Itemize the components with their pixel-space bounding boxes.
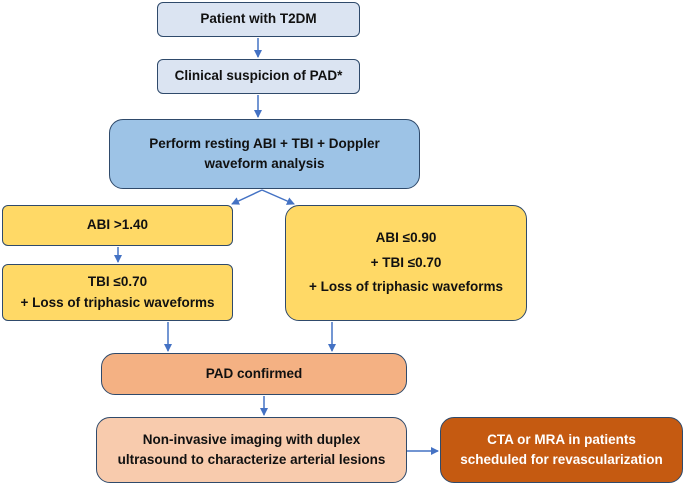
node-confirmed-line-1: PAD confirmed [205, 365, 303, 381]
node-abi-high: ABI >1.40 [2, 205, 233, 246]
node-perform-tests: Perform resting ABI + TBI + Doppler wavef… [109, 119, 420, 189]
node-perform-text: Perform resting ABI + TBI + Doppler wavef… [149, 134, 380, 175]
node-patient-t2dm: Patient with T2DM [157, 2, 360, 37]
node-noninvasive-imaging: Non-invasive imaging with duplex ultrasou… [96, 417, 407, 483]
node-confirmed-text: PAD confirmed [206, 364, 303, 384]
node-abi-low-line-3: + Loss of triphasic waveforms [309, 279, 503, 295]
node-abi-high-line-1: ABI >1.40 [86, 217, 149, 233]
node-cta-line-2: scheduled for revascularization [460, 452, 663, 467]
node-perform-line-2: waveform analysis [204, 156, 325, 171]
node-abi-low: ABI ≤0.90 + TBI ≤0.70 + Loss of triphasic … [285, 205, 527, 321]
node-cta-line-1: CTA or MRA in patients [487, 431, 636, 447]
node-pad-confirmed: PAD confirmed [101, 353, 407, 395]
node-cta-text: CTA or MRA in patients scheduled for reva… [460, 430, 663, 471]
node-tbi-left-text: TBI ≤0.70 + Loss of triphasic waveforms [21, 272, 215, 313]
node-abi-low-text: ABI ≤0.90 + TBI ≤0.70 + Loss of triphasic … [309, 226, 503, 301]
node-tbi-left: TBI ≤0.70 + Loss of triphasic waveforms [2, 264, 233, 321]
arrow-perform-to-abi-high [231, 189, 263, 205]
node-patient-text: Patient with T2DM [200, 9, 316, 29]
node-imaging-line-2: ultrasound to characterize arterial lesi… [117, 452, 386, 467]
arrow-perform-to-abi-low [261, 189, 295, 205]
node-tbi-left-line-2: + Loss of triphasic waveforms [20, 294, 215, 310]
node-clinical-suspicion: Clinical suspicion of PAD* [157, 59, 360, 94]
node-tbi-left-line-1: TBI ≤0.70 [87, 274, 148, 290]
node-imaging-line-1: Non-invasive imaging with duplex [142, 431, 361, 447]
node-suspicion-text: Clinical suspicion of PAD* [175, 66, 343, 86]
node-suspicion-line-1: Clinical suspicion of PAD* [174, 68, 343, 84]
node-perform-line-1: Perform resting ABI + TBI + Doppler [149, 135, 380, 151]
node-patient-line-1: Patient with T2DM [200, 11, 317, 27]
node-abi-low-line-2: + TBI ≤0.70 [370, 254, 442, 270]
node-imaging-text: Non-invasive imaging with duplex ultrasou… [118, 430, 386, 471]
node-abi-high-text: ABI >1.40 [87, 215, 148, 235]
node-abi-low-line-1: ABI ≤0.90 [375, 229, 437, 245]
node-cta-mra: CTA or MRA in patients scheduled for reva… [440, 417, 683, 483]
